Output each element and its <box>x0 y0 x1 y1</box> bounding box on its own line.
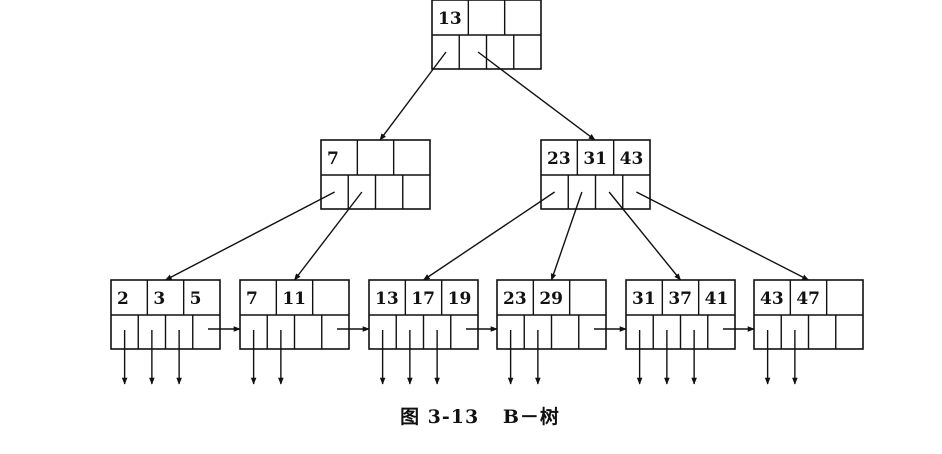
child-pointer-arrow <box>636 191 810 281</box>
leaf-node: 13 17 19 <box>368 279 479 350</box>
leaf-node: 23 29 <box>496 279 607 350</box>
node-key: 2 <box>117 289 129 309</box>
node-key: 13 <box>375 289 399 309</box>
internal-node: 23 31 43 <box>540 139 651 210</box>
node-key: 29 <box>539 289 563 309</box>
leaf-node: 43 47 <box>753 279 864 350</box>
node-key: 43 <box>760 289 784 309</box>
node-key: 5 <box>190 289 202 309</box>
leaf-node: 2 3 5 <box>110 279 221 350</box>
node-key: 13 <box>438 9 462 29</box>
node-key: 47 <box>796 289 820 309</box>
root-node: 13 <box>431 0 542 70</box>
figure-caption: 图 3-13 B－树 <box>0 402 942 429</box>
internal-node: 7 <box>320 139 431 210</box>
child-pointer-arrow <box>550 191 583 281</box>
node-key: 31 <box>583 149 607 169</box>
node-key: 7 <box>327 149 339 169</box>
figure-label: 图 3-13 <box>400 406 480 428</box>
node-key: 43 <box>620 149 644 169</box>
node-key: 23 <box>547 149 571 169</box>
node-key: 7 <box>246 289 258 309</box>
child-pointer-arrow <box>608 191 682 281</box>
node-key: 3 <box>153 289 165 309</box>
child-pointer-arrow <box>477 51 596 141</box>
child-pointer-arrow <box>164 191 335 281</box>
node-key: 31 <box>632 289 656 309</box>
node-key: 17 <box>411 289 435 309</box>
node-key: 41 <box>705 289 729 309</box>
node-key: 11 <box>282 289 306 309</box>
node-key: 37 <box>668 289 692 309</box>
child-pointer-arrow <box>379 51 447 141</box>
child-pointer-arrow <box>293 191 363 281</box>
node-key: 19 <box>448 289 472 309</box>
node-key: 23 <box>503 289 527 309</box>
leaf-node: 31 37 41 <box>625 279 736 350</box>
figure-title: B－树 <box>502 406 560 428</box>
child-pointer-arrow <box>422 191 556 281</box>
leaf-node: 7 11 <box>239 279 350 350</box>
